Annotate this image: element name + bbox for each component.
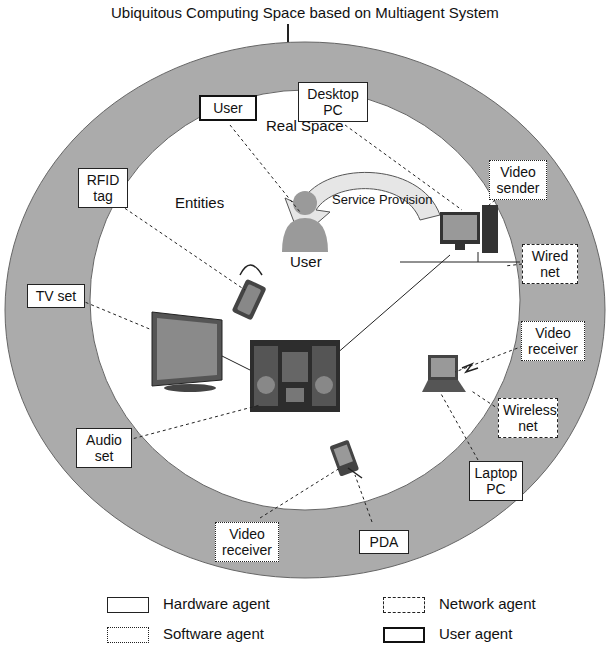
agent-label: Video receiver <box>526 325 580 357</box>
legend-swatch <box>383 627 425 643</box>
agent-label: PDA <box>364 534 404 550</box>
agent-box: Wireless net <box>498 398 558 438</box>
agent-label: Wireless net <box>503 402 553 434</box>
agent-box: User <box>199 95 257 121</box>
agent-box: Wired net <box>522 244 578 284</box>
agent-label: User <box>205 100 251 116</box>
agent-label: Laptop PC <box>474 465 518 497</box>
agent-box: Audio set <box>76 428 132 468</box>
title: Ubiquitous Computing Space based on Mult… <box>111 5 499 21</box>
agent-box: TV set <box>27 284 85 308</box>
region-label: User <box>290 254 322 270</box>
agent-box: Video receiver <box>521 321 585 361</box>
legend-text: Network agent <box>439 596 536 612</box>
agent-label: Wired net <box>527 248 573 280</box>
agent-box: Video sender <box>489 160 547 200</box>
agent-label: Desktop PC <box>303 86 363 118</box>
agent-label: TV set <box>32 288 80 304</box>
region-label: Service Provision <box>332 192 432 208</box>
agent-label: RFID tag <box>83 172 123 204</box>
agent-box: RFID tag <box>78 168 128 208</box>
agent-box: Desktop PC <box>298 82 368 122</box>
agent-box: Laptop PC <box>469 461 523 501</box>
region-label: Entities <box>175 195 224 211</box>
legend-text: Hardware agent <box>163 596 270 612</box>
legend-swatch <box>107 597 149 613</box>
agent-label: Video sender <box>494 164 542 196</box>
legend-text: Software agent <box>163 626 264 642</box>
legend-swatch <box>107 627 149 643</box>
agent-label: Audio set <box>81 432 127 464</box>
region-label: Real Space <box>266 118 344 134</box>
agent-box: PDA <box>359 530 409 554</box>
legend-swatch <box>383 597 425 613</box>
legend-text: User agent <box>439 626 512 642</box>
agent-box: Video receiver <box>215 522 279 562</box>
agent-label: Video receiver <box>220 526 274 558</box>
